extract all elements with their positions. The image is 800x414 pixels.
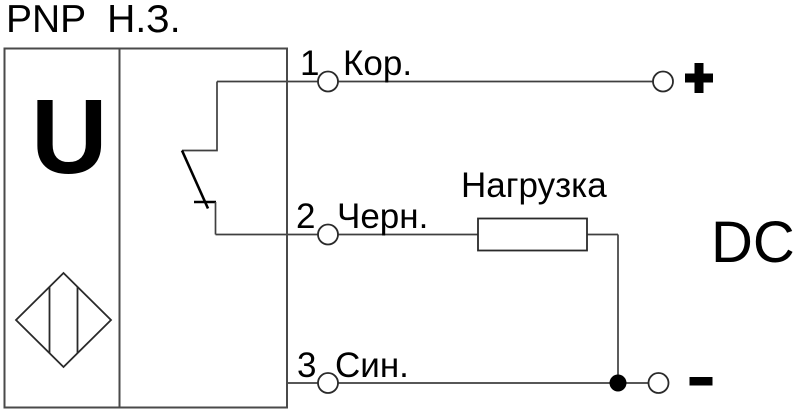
pin-2-number: 2 <box>296 197 315 236</box>
plus-icon <box>685 63 713 93</box>
plus-icon-horizontal-bar <box>685 73 713 83</box>
pin-3-number: 3 <box>297 346 316 385</box>
nc-contact-arm <box>180 149 210 210</box>
load-resistor <box>477 217 588 252</box>
pin-3-terminal <box>317 372 339 394</box>
dc-supply-label: DC <box>711 210 795 275</box>
nc-contact-icon <box>180 81 218 235</box>
load-label: Нагрузка <box>461 166 607 205</box>
minus-icon <box>689 377 713 386</box>
nc-contact-upper-lead <box>182 81 218 152</box>
pin-2-terminal <box>317 223 339 246</box>
supply-minus-terminal <box>647 372 670 394</box>
pin-2-wire-label: Черн. <box>337 197 428 236</box>
sensor-body <box>3 47 288 409</box>
supply-plus-terminal <box>652 70 674 93</box>
optical-sensor-icon <box>14 271 113 369</box>
pin-3-wire-label: Син. <box>335 346 409 385</box>
diagram-title: PNP Н.З. <box>6 0 181 41</box>
pin-1-terminal <box>317 70 339 93</box>
sensor-body-outline <box>3 47 288 409</box>
sensor-designator-label: U <box>31 78 108 196</box>
pin-1-number: 1 <box>300 44 319 83</box>
wire-black <box>215 233 619 383</box>
junction-dot <box>609 374 627 392</box>
pin-1-wire-label: Кор. <box>343 44 412 83</box>
optical-sensor-diamond <box>14 271 113 369</box>
